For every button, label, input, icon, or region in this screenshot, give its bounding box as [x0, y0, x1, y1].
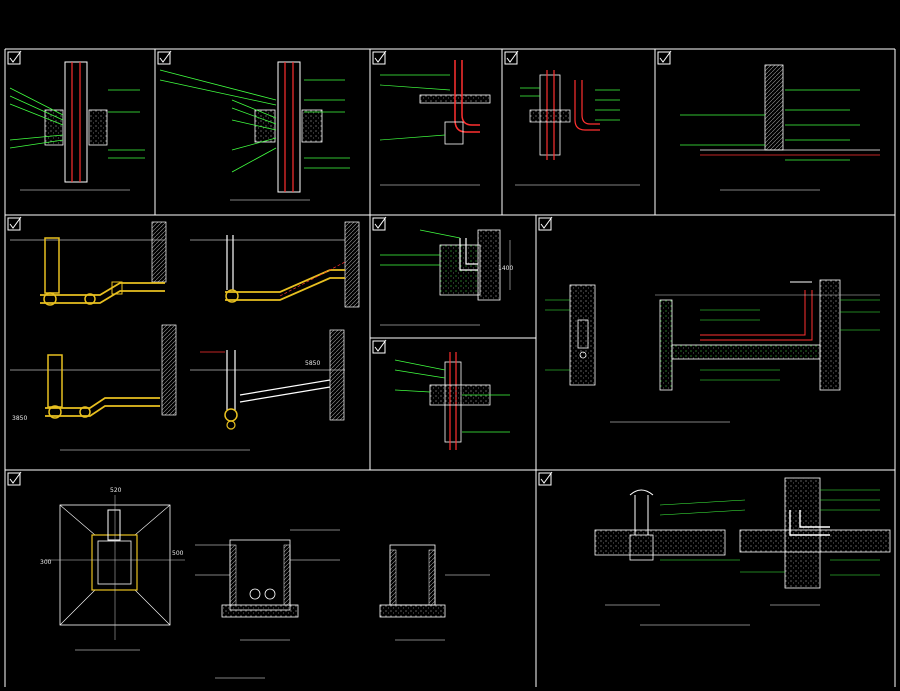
panel-8-sleeve-in-wall	[394, 352, 510, 450]
panel-5-wall-waterproof	[680, 64, 880, 191]
wall-section	[764, 64, 784, 151]
check-icon	[157, 50, 172, 65]
floor-slab-right	[88, 109, 108, 146]
dim-label: 520	[110, 487, 122, 494]
check-icon	[7, 50, 22, 65]
vertical-pipe	[44, 237, 60, 294]
check-icon	[7, 216, 22, 231]
drain-pipe	[40, 282, 165, 296]
panel-3-trap-detail	[379, 60, 491, 186]
panel-10-inspection-pit: 300 500 520	[40, 487, 490, 679]
panel-1-pipe-through-floor	[9, 61, 145, 191]
check-icon	[504, 50, 519, 65]
check-icon	[538, 216, 553, 231]
dim-label: 300	[40, 559, 52, 566]
leader-lines	[9, 87, 145, 159]
panel-4-riser-detail	[515, 70, 640, 186]
dim-label: 5850	[305, 360, 320, 367]
check-icon	[7, 471, 22, 486]
check-icon	[538, 471, 553, 486]
panel-2-pipe-through-floor-sleeve	[159, 61, 350, 201]
check-icon	[372, 216, 387, 231]
panel-grid	[4, 48, 896, 687]
dim-label: 1400	[498, 265, 513, 272]
dim-label: 3850	[12, 415, 27, 422]
trap-pipe	[454, 60, 480, 133]
check-icon	[657, 50, 672, 65]
dimension-callouts: 1400 3850 5850	[12, 265, 513, 422]
panel-6-drain-pipe-runs	[10, 221, 360, 451]
panel-11-roof-drain-detail	[594, 477, 891, 626]
panel-7-wall-embed	[380, 229, 511, 326]
sleeve-outline	[64, 61, 88, 183]
panel-9-basement-drain-detail	[545, 279, 880, 423]
dim-label: 500	[172, 550, 184, 557]
check-icon	[372, 339, 387, 354]
panel-check-icons	[7, 50, 672, 486]
floor-slab-left	[44, 109, 64, 146]
check-icon	[372, 50, 387, 65]
floor-slab	[671, 344, 821, 360]
